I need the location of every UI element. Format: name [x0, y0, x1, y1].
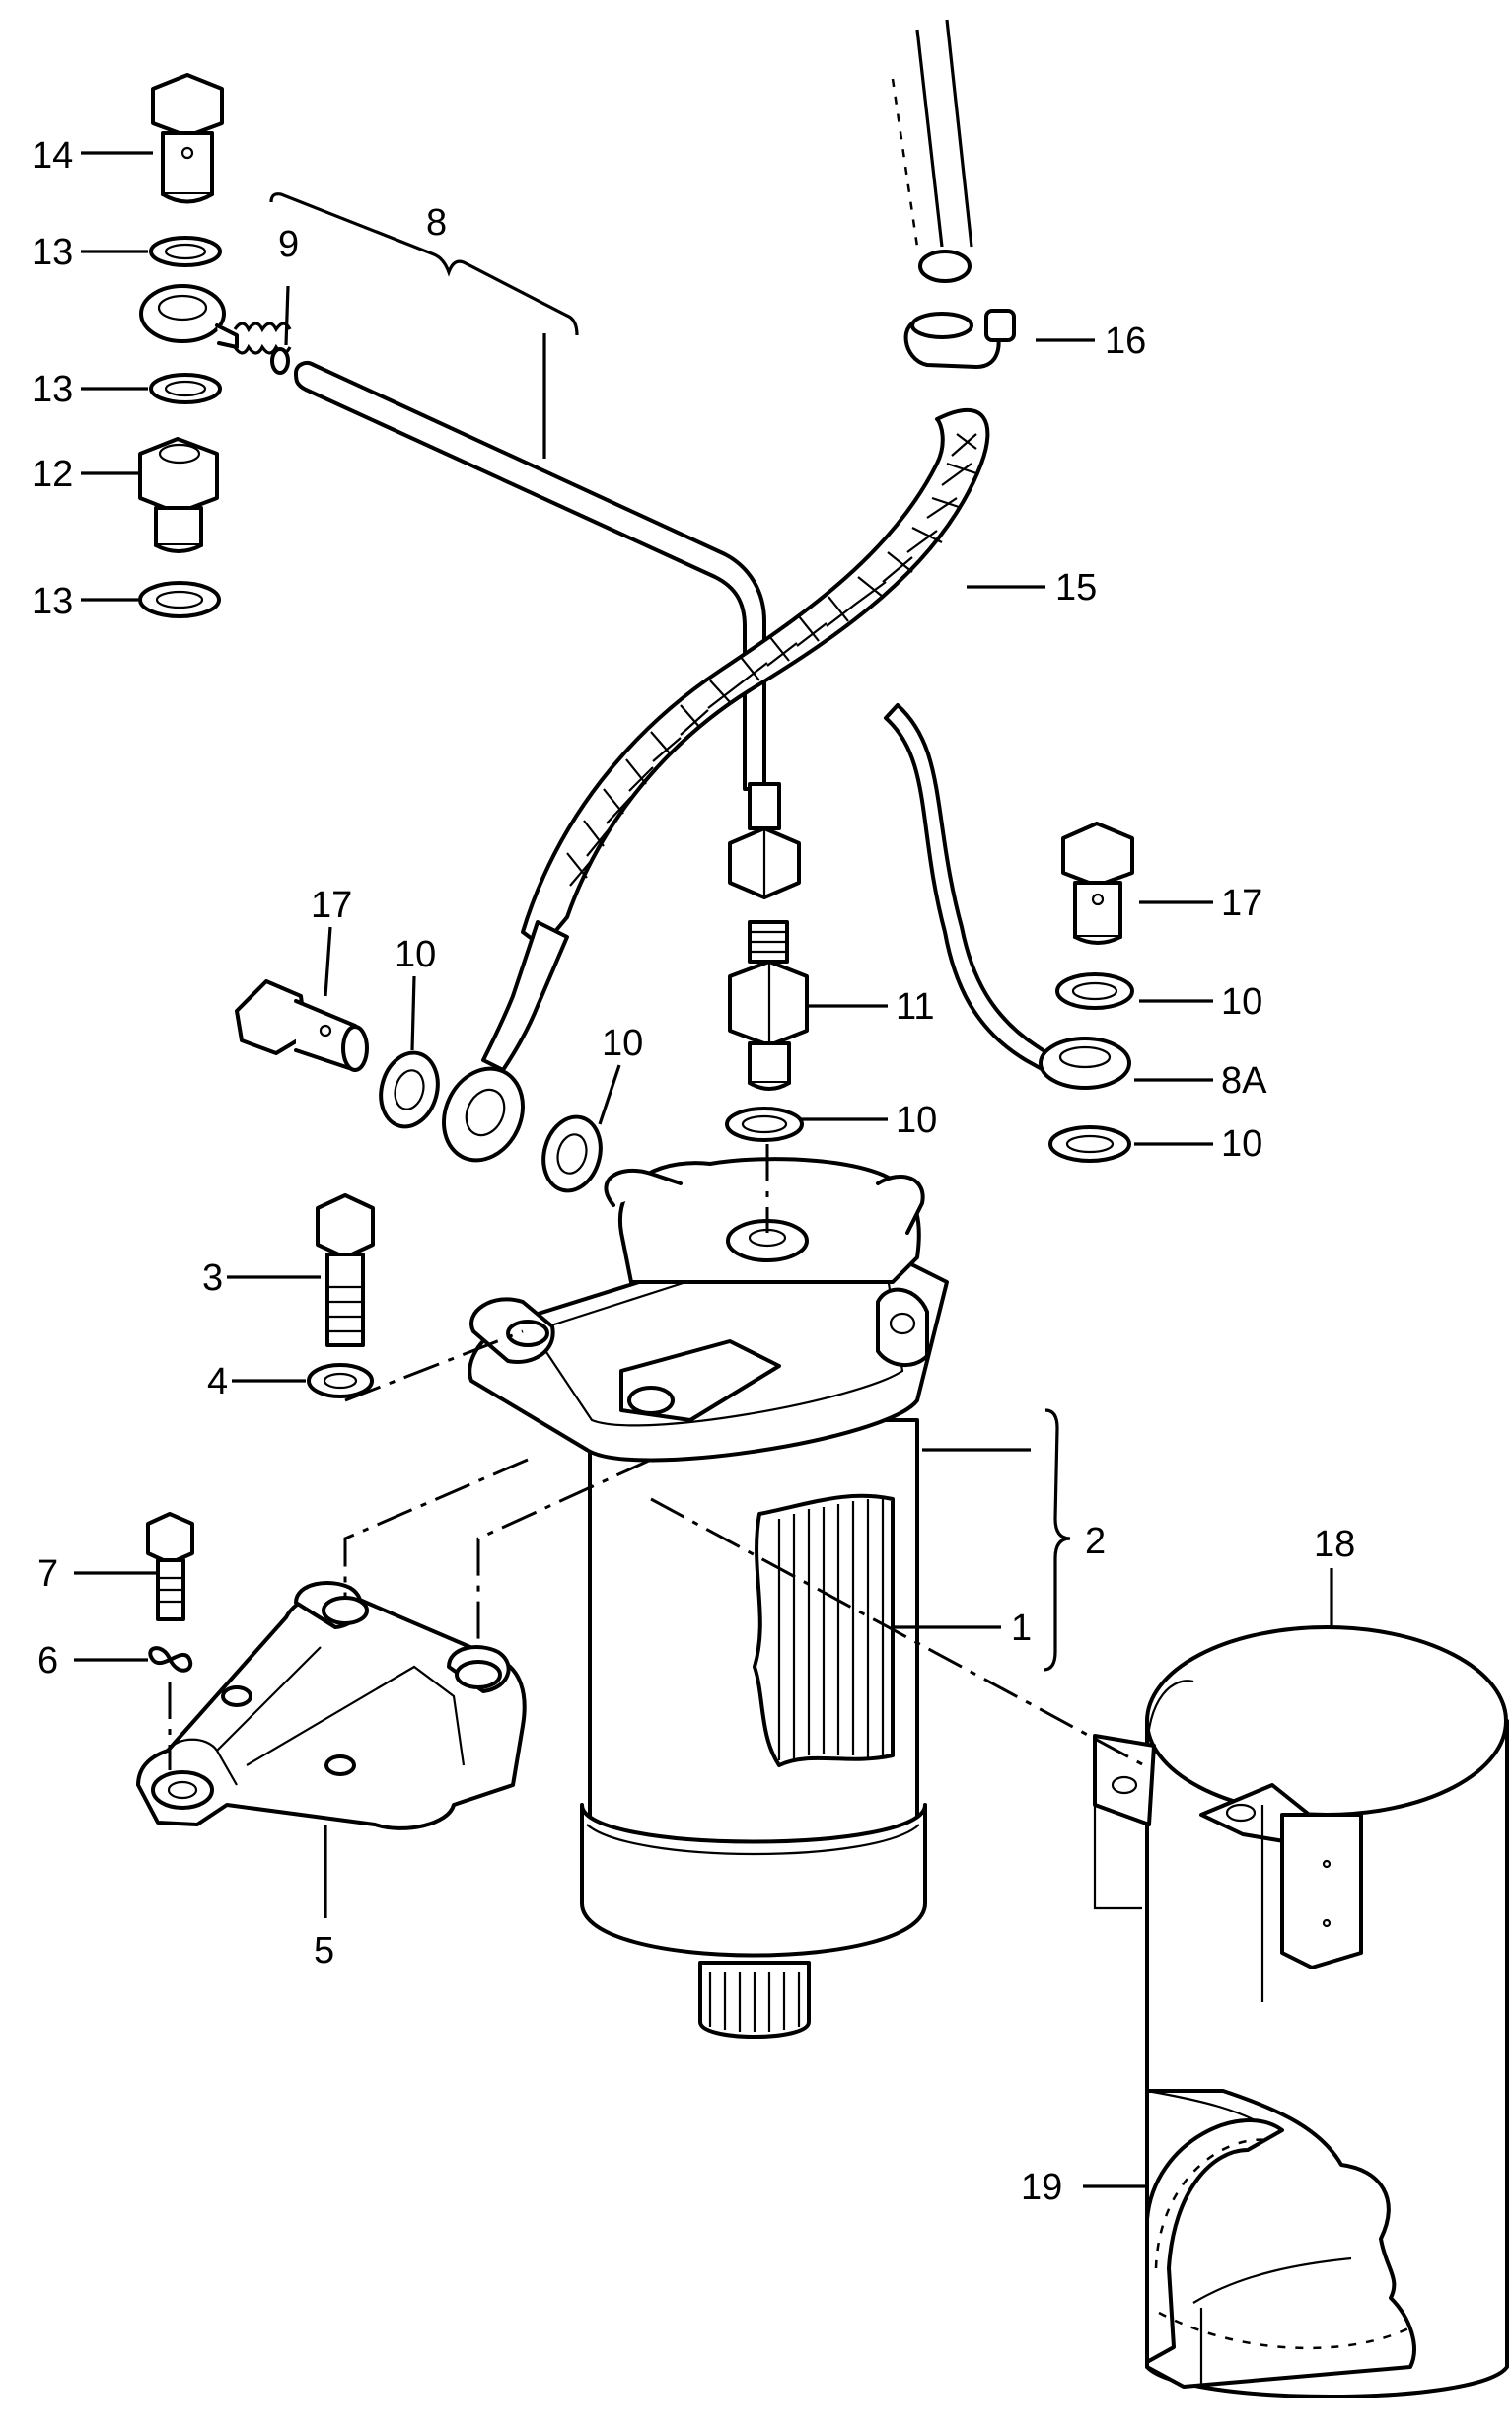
part-17-hollow-bolt-left: [235, 979, 369, 1072]
part-14-hollow-bolt: [151, 73, 224, 204]
label-17-left: 17: [311, 885, 352, 926]
label-13-middle: 13: [32, 369, 73, 410]
part-5-mounting-bracket: [136, 1581, 527, 1830]
label-8a: 8A: [1221, 1060, 1267, 1102]
label-2: 2: [1085, 1521, 1106, 1562]
label-5: 5: [314, 1930, 334, 1971]
label-1: 1: [1011, 1608, 1032, 1649]
label-19: 19: [1021, 2167, 1062, 2208]
label-15: 15: [1055, 567, 1097, 608]
label-10-right-lower: 10: [1221, 1123, 1262, 1165]
part-10-washer-right-lower: [1048, 1125, 1131, 1163]
part-10-washer-left-b: [541, 1114, 603, 1193]
axis-mount-a: [343, 1458, 529, 1598]
part-3-bolt: [316, 1193, 375, 1347]
part-13-washer-middle: [149, 373, 222, 404]
label-13-upper: 13: [32, 232, 73, 273]
part-13-washer-upper: [149, 236, 222, 267]
part-banjo-eye: [139, 284, 239, 349]
callout-labels: 14 13 9 8 13 12 13 16 15 17 10 10 17 11 …: [32, 135, 1355, 2208]
part-2-fuel-filter-assembly: [468, 1157, 949, 2039]
part-17-hollow-bolt-right: [1061, 822, 1134, 945]
label-12: 12: [32, 454, 73, 495]
label-10-center: 10: [896, 1100, 937, 1141]
axis-bolt-3: [344, 1329, 524, 1402]
label-3: 3: [202, 1257, 223, 1299]
label-10-right-upper: 10: [1221, 981, 1262, 1023]
part-7-bolt: [146, 1512, 194, 1621]
part-9-spring: [233, 322, 292, 375]
label-9: 9: [278, 224, 299, 265]
leader-lines: [74, 151, 1333, 2188]
part-6-spring-washer: [148, 1646, 193, 1673]
label-17-right: 17: [1221, 883, 1262, 924]
part-4-washer: [307, 1363, 374, 1398]
label-16: 16: [1105, 321, 1146, 362]
label-13-lower: 13: [32, 581, 73, 622]
label-10-left-a: 10: [395, 934, 436, 975]
part-10-washer-center: [725, 1107, 804, 1142]
part-18-shield: [1093, 1625, 1509, 2398]
label-4: 4: [207, 1361, 228, 1402]
label-6: 6: [37, 1640, 58, 1682]
part-8-fuel-pipe: [294, 361, 801, 899]
label-10-left-b: 10: [602, 1023, 643, 1064]
bracket-2: [1043, 1408, 1071, 1672]
part-10-washer-right-upper: [1055, 972, 1134, 1010]
return-pipe-top: [891, 19, 973, 283]
part-12-union-nut: [138, 437, 219, 553]
part-15-braided-hose: [442, 407, 990, 1163]
axis-shield: [650, 1497, 1145, 1767]
part-13-washer-lower: [138, 581, 221, 618]
part-16-hose-clamp: [903, 309, 1016, 369]
part-10-washer-left-a: [379, 1050, 440, 1129]
axis-mount-b: [476, 1458, 652, 1647]
label-8: 8: [426, 202, 447, 244]
part-8a-return-pipe: [884, 703, 1131, 1090]
label-7: 7: [37, 1553, 58, 1595]
part-11-union: [728, 920, 809, 1091]
bracket-8: [269, 192, 579, 336]
label-18: 18: [1314, 1524, 1355, 1565]
label-11: 11: [896, 986, 934, 1028]
label-14: 14: [32, 135, 73, 177]
